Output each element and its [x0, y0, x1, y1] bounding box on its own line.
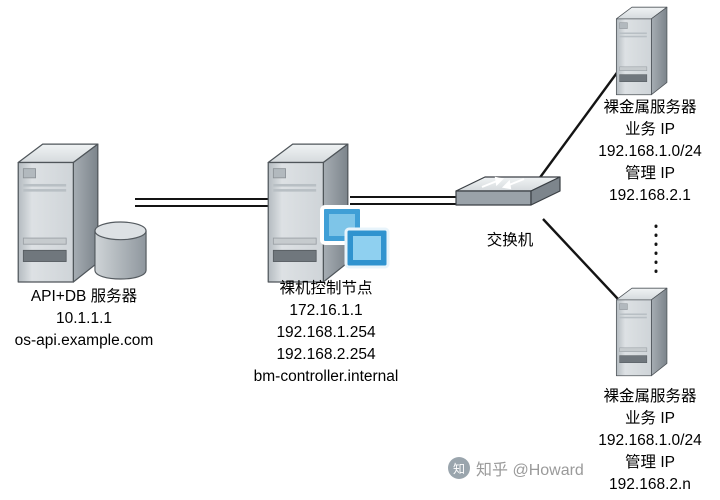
- bm-top-business-ip: 192.168.1.0/24: [598, 143, 702, 160]
- baremetal-top-server-icon: [612, 2, 670, 96]
- bm-bottom-mgmt-ip: 192.168.2.n: [609, 476, 691, 493]
- link-switch-baremetal-bottom: [542, 218, 633, 315]
- apidb-ip: 10.1.1.1: [55, 310, 113, 327]
- bm-bottom-business-ip-title: 业务 IP: [625, 410, 675, 427]
- watermark: 知 知乎 @Howard: [448, 456, 584, 480]
- baremetal-top-label: 裸金属服务器 业务 IP 192.168.1.0/24 管理 IP 192.16…: [578, 97, 720, 207]
- zhihu-logo-icon: 知: [448, 457, 470, 479]
- bm-bottom-name: 裸金属服务器: [603, 388, 697, 405]
- switch-icon: [452, 172, 564, 224]
- controller-label: 裸机控制节点 172.16.1.1 192.168.1.254 192.168.…: [240, 278, 412, 388]
- bm-bottom-mgmt-ip-title: 管理 IP: [625, 454, 675, 471]
- controller-ip-3: 192.168.2.254: [276, 346, 376, 363]
- controller-name: 裸机控制节点: [279, 280, 373, 297]
- watermark-text: 知乎 @Howard: [476, 462, 584, 479]
- switch-label: 交换机: [455, 230, 565, 252]
- controller-ip-2: 192.168.1.254: [276, 324, 376, 341]
- database-icon: [92, 220, 149, 283]
- bm-top-mgmt-ip: 192.168.2.1: [609, 187, 691, 204]
- switch-name: 交换机: [486, 232, 534, 249]
- apidb-hostname: os-api.example.com: [14, 332, 154, 349]
- bm-top-name: 裸金属服务器: [603, 99, 697, 116]
- baremetal-bottom-label: 裸金属服务器 业务 IP 192.168.1.0/24 管理 IP 192.16…: [578, 386, 720, 496]
- controller-ip-1: 172.16.1.1: [289, 302, 363, 319]
- bm-top-business-ip-title: 业务 IP: [625, 121, 675, 138]
- monitors-icon: [320, 205, 392, 271]
- apidb-server-icon: [12, 136, 102, 284]
- baremetal-bottom-server-icon: [612, 283, 670, 377]
- bm-bottom-business-ip: 192.168.1.0/24: [598, 432, 702, 449]
- controller-hostname: bm-controller.internal: [253, 368, 399, 385]
- bm-top-mgmt-ip-title: 管理 IP: [625, 165, 675, 182]
- apidb-label: API+DB 服务器 10.1.1.1 os-api.example.com: [0, 286, 168, 352]
- link-switch-baremetal-top: [532, 54, 631, 188]
- apidb-name: API+DB 服务器: [30, 288, 138, 305]
